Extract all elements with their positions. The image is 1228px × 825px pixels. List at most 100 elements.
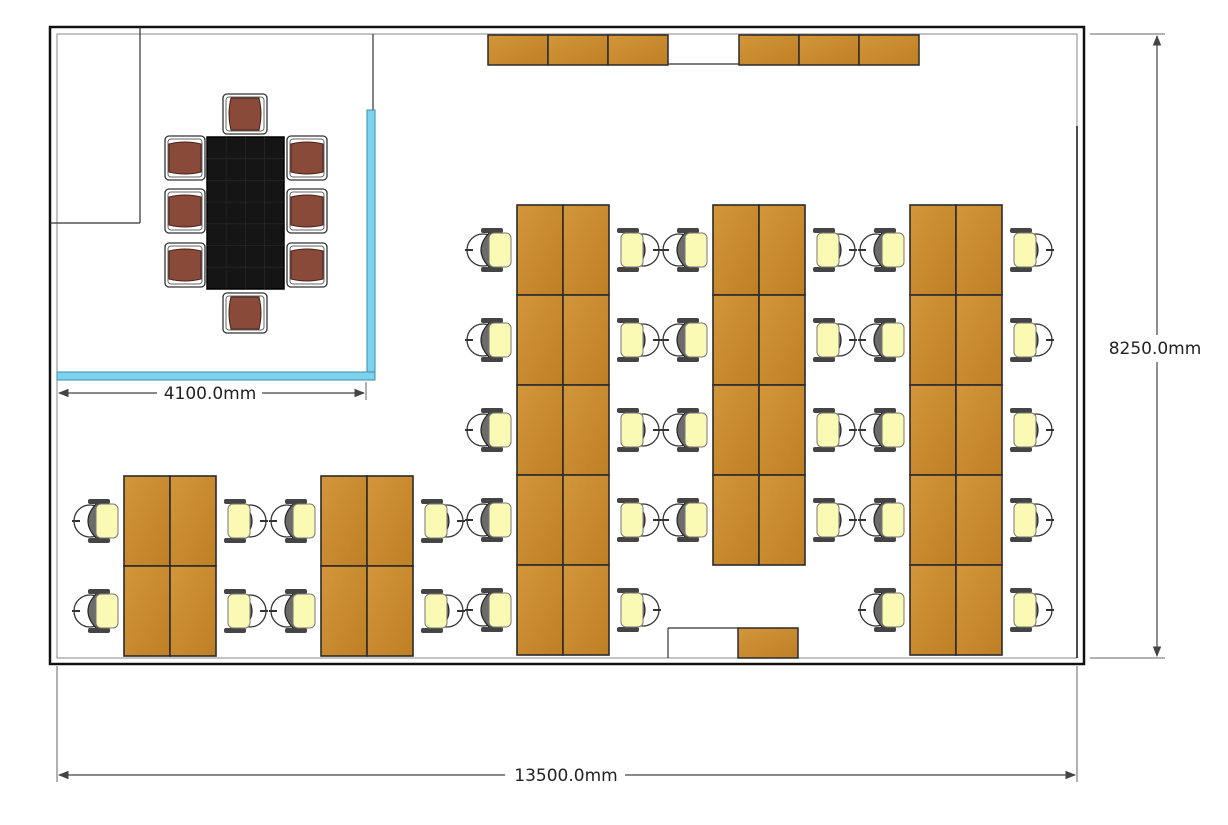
desk-icon <box>909 204 957 296</box>
desk-icon <box>712 474 760 566</box>
desk-icon <box>758 294 806 386</box>
desk-icon <box>169 565 217 657</box>
office-chair-icon <box>224 589 268 633</box>
desk-icon <box>320 565 368 657</box>
desk-icon <box>123 565 171 657</box>
desk-icon <box>712 204 760 296</box>
office-chair-icon <box>858 318 905 362</box>
desk-icon <box>366 475 414 567</box>
cabinet-icon <box>798 34 860 66</box>
desk-icon <box>366 565 414 657</box>
desk-icon <box>955 474 1003 566</box>
room-width-label: 13500.0mm <box>514 766 617 786</box>
office-chair-icon <box>661 228 708 272</box>
cabinet-icon <box>487 34 549 66</box>
cabinet-icon <box>858 34 920 66</box>
office-chair-icon <box>858 228 905 272</box>
office-chair-icon <box>269 499 316 543</box>
meeting-chair-icon <box>164 242 206 288</box>
desk-cluster <box>72 475 268 657</box>
desk-icon <box>562 384 610 476</box>
office-chair-icon <box>813 498 857 542</box>
office-chair-icon <box>1010 228 1054 272</box>
office-chair-icon <box>813 408 857 452</box>
desk-icon <box>909 384 957 476</box>
desk-cluster <box>465 204 661 656</box>
glass-partition-right <box>366 109 376 381</box>
meeting-chair-icon <box>164 188 206 234</box>
office-chair-icon <box>72 589 119 633</box>
desk-icon <box>712 384 760 476</box>
desk-icon <box>516 384 564 476</box>
office-chair-icon <box>617 498 661 542</box>
desk-icon <box>562 564 610 656</box>
bottom-cabinet <box>737 627 799 659</box>
office-chair-icon <box>465 408 512 452</box>
office-chair-icon <box>858 498 905 542</box>
desk-icon <box>909 294 957 386</box>
bottom-cabinet-area <box>667 627 799 659</box>
desk-icon <box>909 474 957 566</box>
desk-icon <box>516 474 564 566</box>
office-chair-icon <box>617 588 661 632</box>
meeting-chair-icon <box>286 135 328 181</box>
office-chair-icon <box>661 318 708 362</box>
office-chair-icon <box>421 499 465 543</box>
desk-icon <box>562 474 610 566</box>
desk-icon <box>562 294 610 386</box>
office-chair-icon <box>465 228 512 272</box>
meeting-chair-icon <box>286 242 328 288</box>
desk-icon <box>169 475 217 567</box>
dimension-room-depth: 8250.0mm <box>1090 33 1202 659</box>
office-chair-icon <box>1010 588 1054 632</box>
office-chair-icon <box>858 588 905 632</box>
desk-icon <box>516 564 564 656</box>
cabinet-icon <box>607 34 669 66</box>
desk-icon <box>562 204 610 296</box>
meeting-chair-icon <box>222 93 268 135</box>
office-chair-icon <box>813 318 857 362</box>
office-chair-icon <box>617 318 661 362</box>
desk-cluster <box>661 204 857 566</box>
office-chair-icon <box>858 408 905 452</box>
desk-icon <box>955 204 1003 296</box>
office-chair-icon <box>72 499 119 543</box>
office-chair-icon <box>1010 408 1054 452</box>
desk-icon <box>955 384 1003 476</box>
desk-icon <box>123 475 171 567</box>
meeting-room-width-label: 4100.0mm <box>164 384 257 404</box>
office-chair-icon <box>465 588 512 632</box>
meeting-chair-icon <box>286 188 328 234</box>
desk-icon <box>955 294 1003 386</box>
desk-icon <box>516 204 564 296</box>
glass-partition-bottom <box>56 371 376 381</box>
desk-icon <box>320 475 368 567</box>
desk-icon <box>758 474 806 566</box>
desk-cluster <box>269 475 465 657</box>
cabinet-icon <box>547 34 609 66</box>
office-chair-icon <box>269 589 316 633</box>
office-chair-icon <box>1010 498 1054 542</box>
office-chair-icon <box>661 498 708 542</box>
room-depth-label: 8250.0mm <box>1109 339 1202 359</box>
office-chair-icon <box>813 228 857 272</box>
meeting-group <box>164 93 328 334</box>
meeting-chair-icon <box>222 292 268 334</box>
desk-cluster <box>858 204 1054 656</box>
desk-icon <box>712 294 760 386</box>
office-chair-icon <box>617 408 661 452</box>
office-chair-icon <box>617 228 661 272</box>
top-cabinets <box>487 34 920 66</box>
office-chair-icon <box>421 589 465 633</box>
desk-icon <box>955 564 1003 656</box>
meeting-table-icon <box>206 136 285 290</box>
desk-icon <box>516 294 564 386</box>
meeting-room <box>50 27 376 381</box>
office-chair-icon <box>661 408 708 452</box>
office-chair-icon <box>465 318 512 362</box>
office-chair-icon <box>1010 318 1054 362</box>
desk-icon <box>758 204 806 296</box>
cabinet-icon <box>738 34 800 66</box>
desk-icon <box>909 564 957 656</box>
